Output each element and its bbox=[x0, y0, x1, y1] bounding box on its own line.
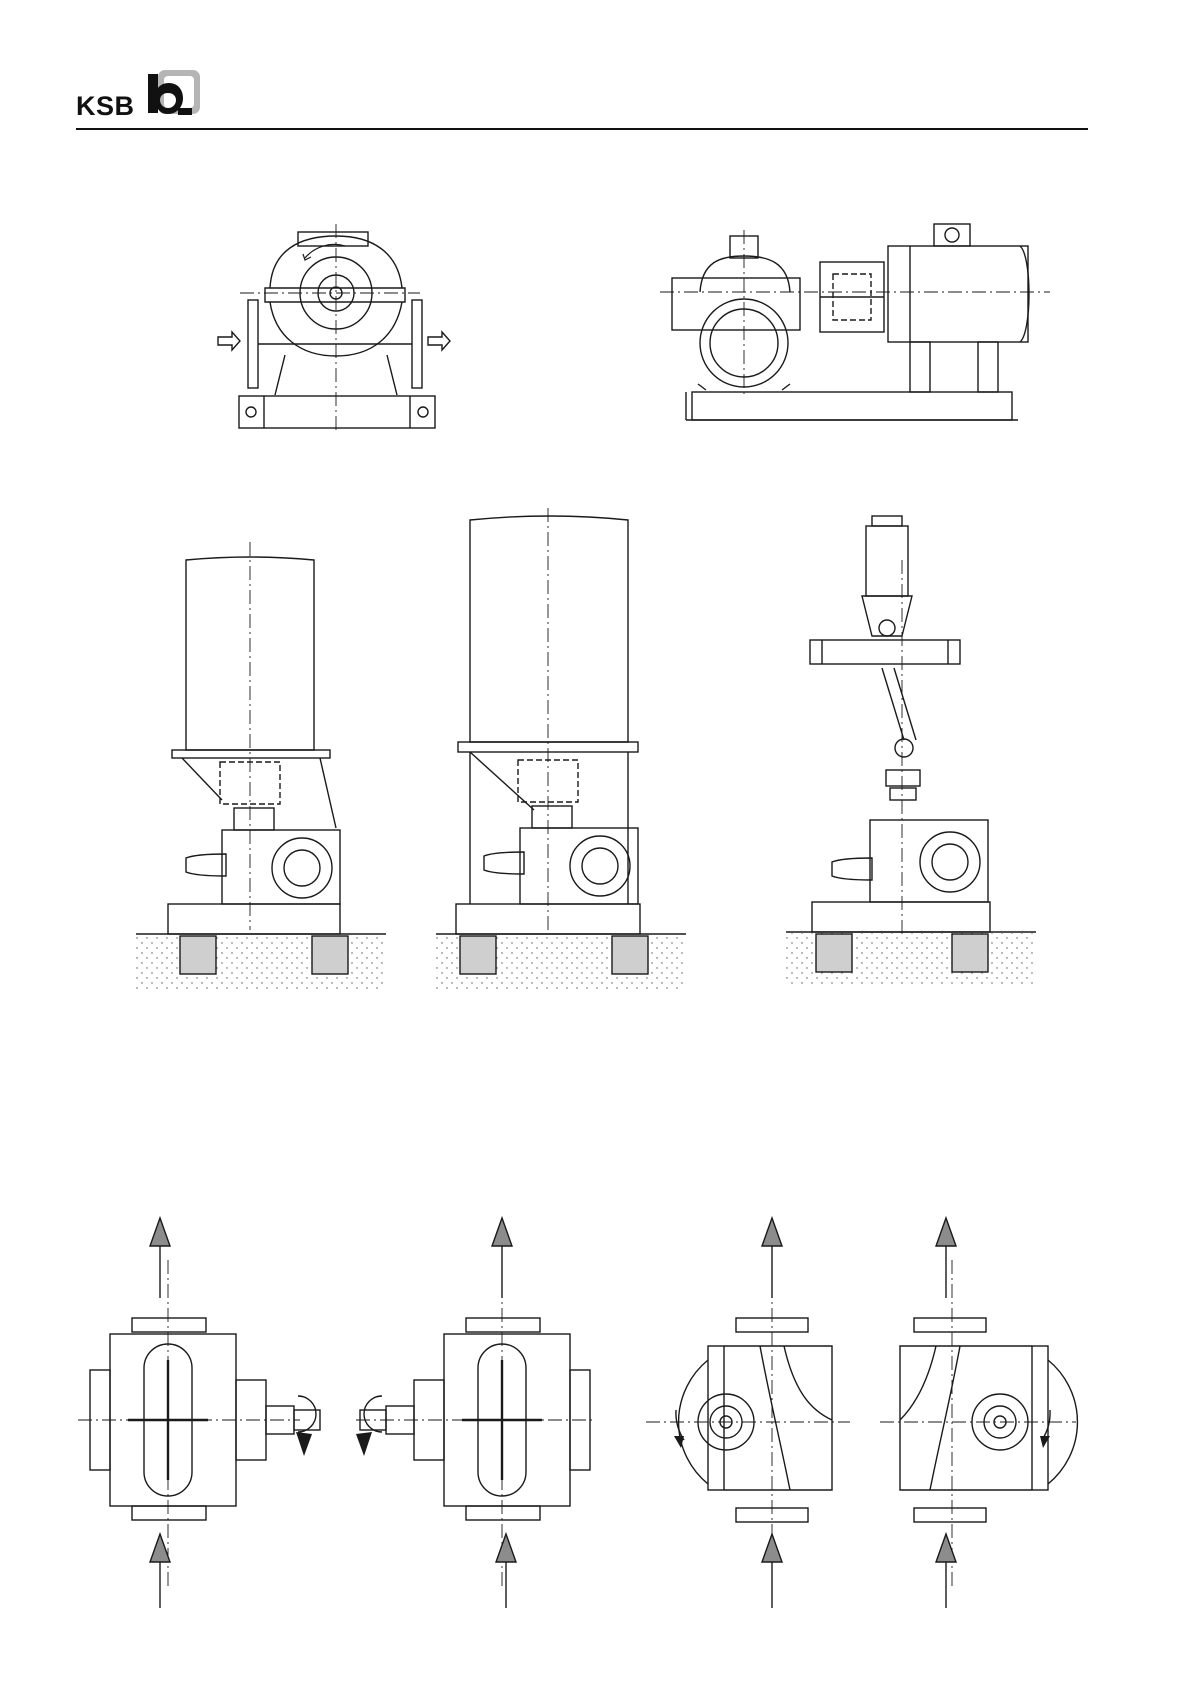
flow-arrows bbox=[150, 1218, 956, 1608]
flow-arrow-up-icon bbox=[492, 1218, 516, 1608]
horizontal-pump-unit-with-motor bbox=[660, 224, 1050, 420]
plan-view-drive-right bbox=[78, 1260, 320, 1590]
vertical-unit-motor-on-bracket bbox=[136, 542, 386, 934]
horizontal-pump-end-view bbox=[218, 224, 450, 432]
vertical-unit-motor-on-frame bbox=[436, 508, 686, 934]
plan-view-drive-left bbox=[356, 1260, 596, 1590]
end-view-cw bbox=[880, 1260, 1077, 1590]
rotation-arrow-cw-icon bbox=[296, 1432, 312, 1456]
rotation-arrow-ccw-icon bbox=[356, 1432, 372, 1456]
end-view-ccw bbox=[646, 1260, 850, 1590]
vertical-unit-cardan-shaft bbox=[786, 516, 1036, 934]
rotation-arrows bbox=[296, 1432, 1050, 1456]
